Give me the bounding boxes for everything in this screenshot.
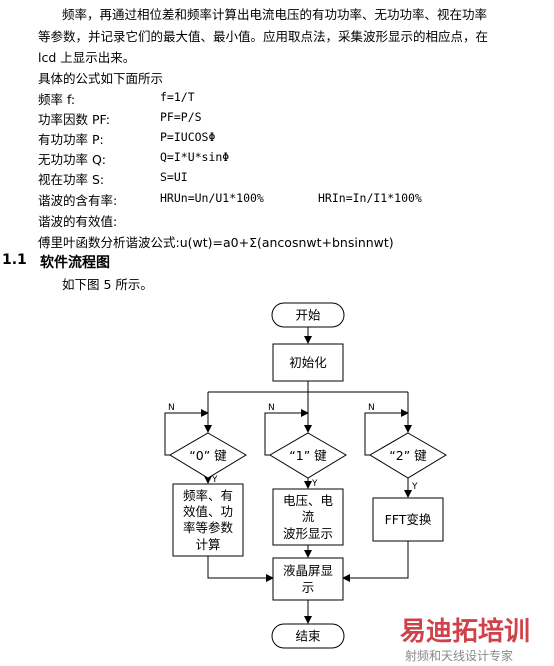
proc1-line-1: 电压、电 <box>283 493 334 508</box>
paragraph-line-1: 频率，再通过相位差和频率计算出电流电压的有功功率、无功功率、视在功率 <box>62 7 488 22</box>
key1-no-label: N <box>268 403 275 413</box>
key2-yes-label: Y <box>411 482 418 492</box>
formula-label-reactive-power: 无功功率 Q: <box>38 152 107 167</box>
start-label: 开始 <box>295 308 321 323</box>
proc1-line-2: 流 <box>302 509 315 524</box>
rms-label: 谐波的有效值: <box>38 214 118 229</box>
proc0-line-4: 计算 <box>195 537 220 552</box>
watermark-logo-text: 易迪拓培训 <box>400 617 530 647</box>
proc1-line-3: 波形显示 <box>283 526 333 541</box>
proc2-label: FFT变换 <box>385 512 432 527</box>
fourier-formula: 傅里叶函数分析谐波公式:u(wt)=a0+Σ(ancosnwt+bnsinnwt… <box>38 235 394 250</box>
end-label: 结束 <box>295 629 321 644</box>
formula-label-apparent-power: 视在功率 S: <box>38 172 105 187</box>
loop-key0-no <box>164 409 209 456</box>
section-title: 软件流程图 <box>40 255 110 271</box>
init-label: 初始化 <box>289 355 327 370</box>
formula-expr-reactive-power: Q=I*U*sinΦ <box>160 150 230 164</box>
proc0-line-3: 率等参数 <box>183 520 234 535</box>
lcd-display-box <box>272 557 344 601</box>
key2-no-label: N <box>368 403 375 413</box>
loop-key2-no <box>364 409 409 456</box>
lcd-line-2: 示 <box>302 580 315 595</box>
key2-label: “2” 键 <box>389 448 427 463</box>
decision-key1 <box>269 432 347 479</box>
watermark-slogan: 射频和天线设计专家 <box>405 648 513 663</box>
figure-reference: 如下图 5 所示。 <box>62 277 153 292</box>
paragraph-line-3: lcd 上显示出来。 <box>38 50 136 65</box>
formula-expr-power-factor: PF=P/S <box>160 110 202 124</box>
proc0-line-2: 效值、功 <box>183 504 233 519</box>
paragraph-line-2: 等参数，并记录它们的最大值、最小值。应用取点法，采集波形显示的相应点，在 <box>38 29 489 44</box>
harmonic-expr-u: HRUn=Un/U1*100% <box>160 191 264 205</box>
decision-key0 <box>169 432 247 479</box>
proc0-line-1: 频率、有 <box>183 488 233 503</box>
formula-label-active-power: 有功功率 P: <box>38 132 104 147</box>
init-box <box>272 343 344 382</box>
decision-key2 <box>369 432 447 479</box>
formula-expr-active-power: P=IUCOSΦ <box>160 130 216 144</box>
key0-yes-label: Y <box>211 475 218 485</box>
formula-expr-apparent-power: S=UI <box>160 170 188 184</box>
key0-no-label: N <box>168 403 175 413</box>
lcd-line-1: 液晶屏显 <box>283 563 333 578</box>
formula-expr-frequency: f=1/T <box>160 90 195 104</box>
key1-yes-label: Y <box>311 479 318 489</box>
harmonic-expr-i: HRIn=In/I1*100% <box>318 191 422 205</box>
key1-label: “1” 键 <box>289 448 327 463</box>
process-waveform-box <box>272 488 344 546</box>
arrow-proc0-lcd <box>207 556 274 582</box>
key0-label: “0” 键 <box>189 448 227 463</box>
process-fft-box <box>372 497 444 542</box>
formula-label-frequency: 频率 f: <box>38 92 76 107</box>
formulas-intro: 具体的公式如下面所示 <box>38 71 164 86</box>
start-terminal <box>271 302 345 328</box>
loop-key1-no <box>264 409 309 456</box>
formula-label-power-factor: 功率因数 PF: <box>38 112 110 127</box>
section-number: 1.1 <box>2 252 27 268</box>
process-params-box <box>172 483 244 557</box>
harmonic-label: 谐波的含有率: <box>38 193 118 208</box>
arrow-proc2-lcd <box>342 541 409 582</box>
end-terminal <box>271 623 345 649</box>
